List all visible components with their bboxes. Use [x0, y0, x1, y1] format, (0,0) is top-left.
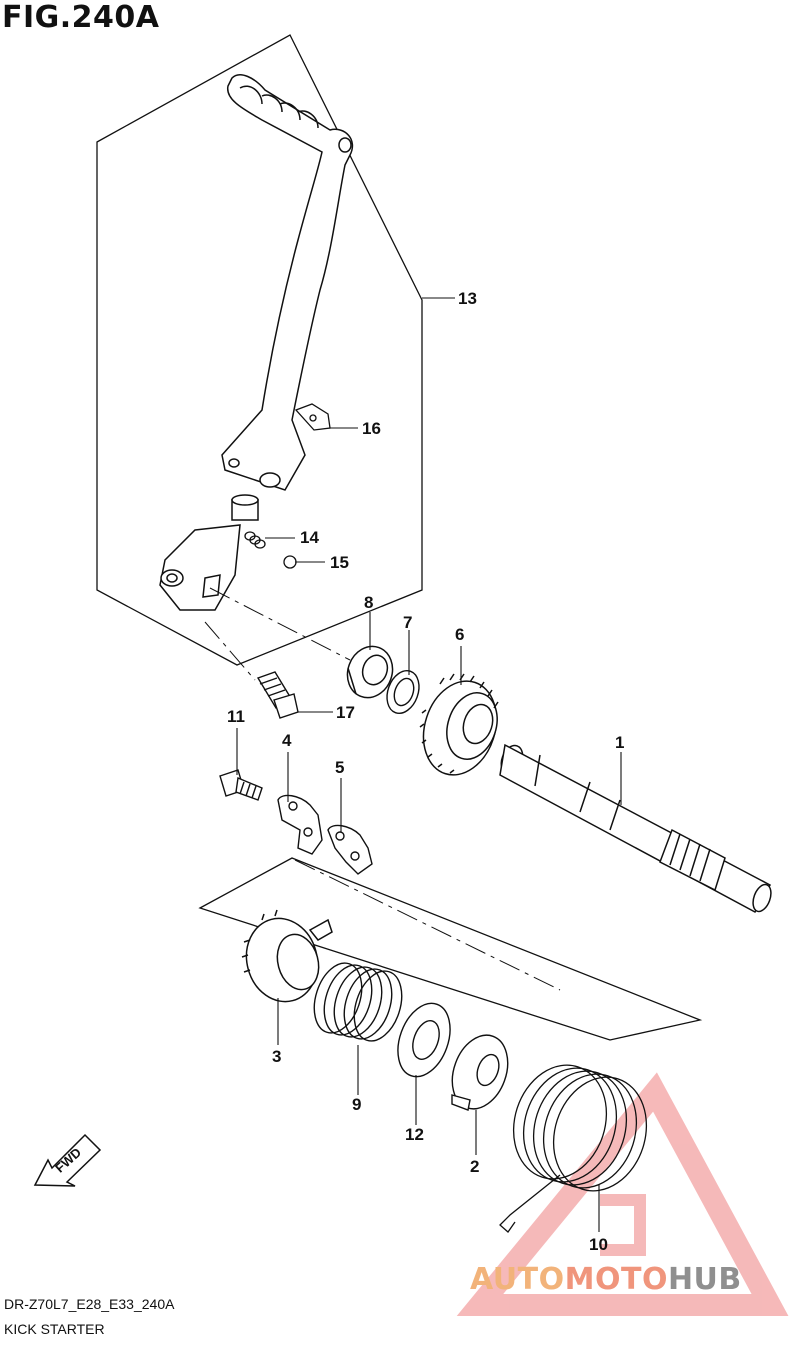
callout-3: 3 [272, 1047, 281, 1066]
group-outline-lower [198, 857, 703, 1041]
ratchet-part [241, 909, 333, 1003]
guide-plate-5 [327, 824, 373, 875]
callout-14: 14 [300, 528, 319, 547]
diagram-caption: KICK STARTER [4, 1321, 105, 1337]
kick-starter-shaft [499, 743, 772, 914]
callout-17: 17 [336, 703, 355, 722]
group-outline-13 [96, 34, 423, 666]
ball-part [283, 555, 297, 569]
clip-part [294, 403, 331, 431]
callout-15: 15 [330, 553, 349, 572]
ratchet-spring [313, 962, 403, 1042]
watermark-logo-icon [456, 1072, 789, 1316]
oil-seal [346, 645, 394, 699]
return-spring [499, 1064, 648, 1233]
callout-2: 2 [470, 1157, 479, 1176]
centerlines [204, 587, 561, 991]
lever-boss [159, 494, 259, 611]
kick-gear [419, 673, 499, 776]
figure-title: FIG.240A [2, 0, 160, 35]
callout-1: 1 [615, 733, 624, 752]
callout-9: 9 [352, 1095, 361, 1114]
watermark-part-hub: HUB [667, 1262, 742, 1297]
diagram-code: DR-Z70L7_E28_E33_240A [4, 1296, 175, 1312]
bolt-17 [256, 671, 299, 719]
callout-5: 5 [335, 758, 344, 777]
callout-7: 7 [403, 613, 412, 632]
watermark-part-moto: MOTO [564, 1262, 668, 1297]
spring-small [244, 531, 266, 549]
callout-6: 6 [455, 625, 464, 644]
callout-12: 12 [405, 1125, 424, 1144]
callout-16: 16 [362, 419, 381, 438]
bolt-11 [219, 769, 263, 801]
guide-plate-4 [277, 794, 323, 855]
leader-lines [236, 297, 622, 1232]
washer-7 [386, 669, 420, 715]
callout-13: 13 [458, 289, 477, 308]
callout-8: 8 [364, 593, 373, 612]
fwd-arrow-icon: FWD [33, 1133, 102, 1187]
watermark-wordmark: AUTOMOTOHUB [470, 1262, 742, 1297]
callout-4: 4 [282, 731, 292, 750]
kick-lever [221, 74, 354, 491]
watermark-part-auto: AUTO [470, 1262, 565, 1297]
washer-12 [397, 1002, 451, 1078]
callout-11: 11 [227, 707, 245, 726]
spring-guide [451, 1034, 509, 1111]
callout-10: 10 [589, 1235, 608, 1254]
